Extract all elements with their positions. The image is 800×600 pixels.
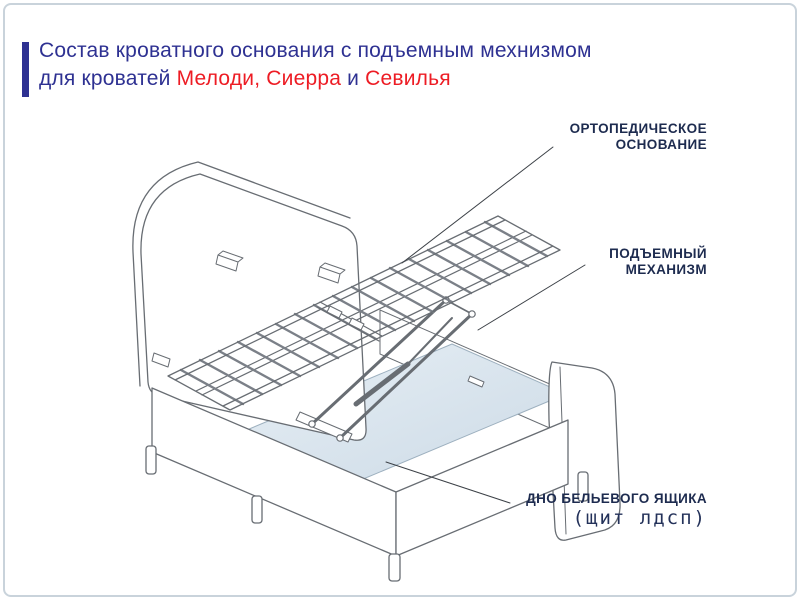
title-accent-bar [22,42,29,97]
title-line2: для кроватей Мелоди, Сиерра и Севилья [39,65,592,93]
callout-lift-mechanism-line2: МЕХАНИЗМ [625,262,707,277]
orthopedic-slat-base [167,215,561,411]
callout-orthopedic-base: ОРТОПЕДИЧЕСКОЕ ОСНОВАНИЕ [570,121,707,153]
callout-drawer-bottom: ДНО БЕЛЬЕВОГО ЯЩИКА (щит лдсп) [526,491,707,529]
leader-line-orthopedic-base [401,146,554,264]
leader-line-drawer-bottom [385,461,511,504]
callout-lift-mechanism: ПОДЪЕМНЫЙ МЕХАНИЗМ [609,246,707,278]
lift-mechanism [295,296,476,443]
leg-left-rail [251,495,263,524]
callout-drawer-bottom-line2: (щит лдсп) [572,507,707,529]
title-line2-prefix: для кроватей [39,67,177,90]
callout-orthopedic-base-line2: ОСНОВАНИЕ [615,137,707,152]
title-line2-conjunction: и [341,67,366,90]
leg-footboard [577,471,589,502]
headboard-brackets [151,250,346,368]
mechanism-base-plate [295,411,353,443]
leader-line-lift-mechanism [477,264,586,331]
bed-legs [145,445,589,582]
page-title: Состав кроватного основания с подъемным … [39,37,592,93]
mechanism-arms [310,298,474,440]
base-hinges [326,305,365,331]
callout-drawer-bottom-line1: ДНО БЕЛЬЕВОГО ЯЩИКА [526,491,707,506]
base-frame-rails [167,215,561,411]
leader-lines [385,146,586,504]
side-rail-right [395,419,569,557]
callout-orthopedic-base-line1: ОРТОПЕДИЧЕСКОЕ [569,121,707,136]
leg-headboard [145,445,157,475]
title-line1: Состав кроватного основания с подъемным … [39,39,592,62]
title-model-names-b: Севилья [365,67,451,90]
callout-lift-mechanism-line1: ПОДЪЕМНЫЙ [609,246,707,261]
gas-strut-rod [407,317,453,365]
gas-strut-cylinder [353,361,411,407]
footboard [548,361,621,541]
leg-front-corner [388,553,401,582]
title-model-names-a: Мелоди, Сиерра [176,67,342,90]
